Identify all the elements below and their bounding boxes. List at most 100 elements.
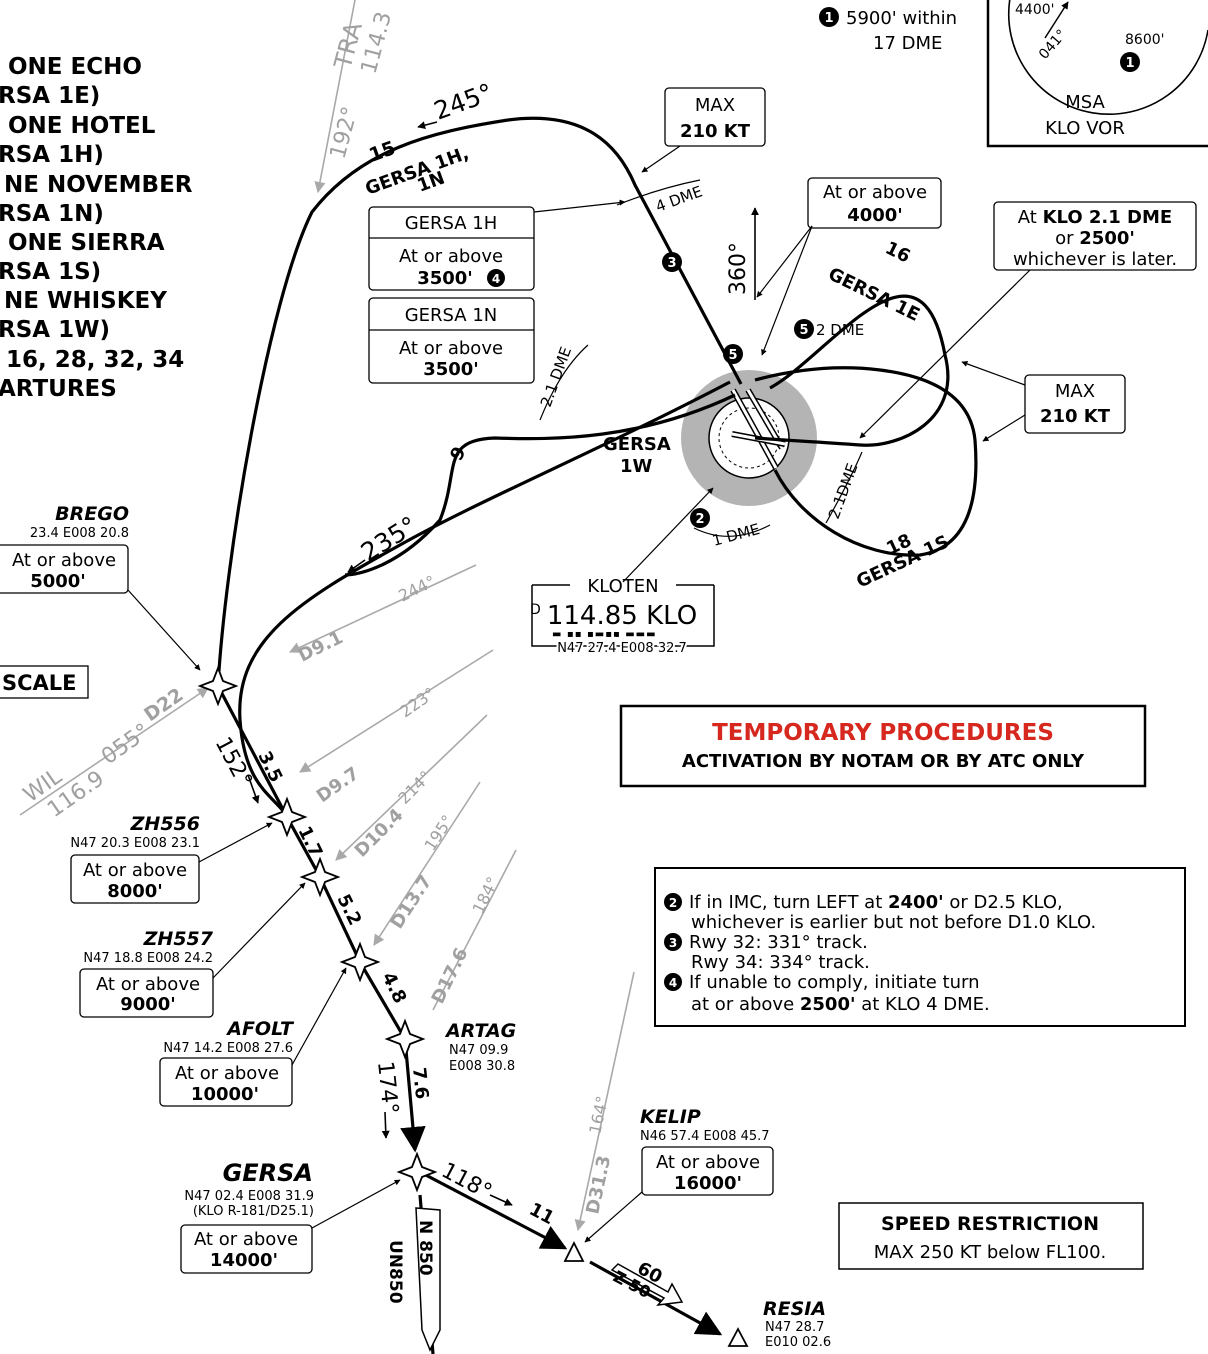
zh557-coords: N47 18.8 E008 24.2	[83, 951, 213, 966]
waypoint-brego: BREGO 23.4 E008 20.8 At or above 5000'	[0, 503, 239, 707]
course-195: 195°	[420, 812, 457, 855]
dme-fix-9.1: D9.1	[295, 627, 346, 666]
course-174: 174°	[372, 1060, 402, 1115]
dme1-label: 1 DME	[710, 520, 761, 550]
marker-5: 5	[728, 348, 737, 363]
max-label: MAX	[1055, 381, 1095, 402]
leg-distance: 11	[526, 1199, 558, 1229]
dme4-label: 4 DME	[653, 182, 705, 215]
waypoint-zh557: ZH557 N47 18.8 E008 24.2 At or above 900…	[79, 856, 341, 1018]
course-244: 244°	[395, 572, 438, 606]
title-line: RSA 1H)	[0, 142, 104, 168]
vor-coords: N47 27.4 E008 32.7	[557, 641, 687, 656]
speed-text: MAX 250 KT below FL100.	[874, 1242, 1107, 1263]
at4000-box: At or above 4000'	[756, 177, 942, 356]
resia-coords2: E010 02.6	[765, 1335, 831, 1350]
at4000-label: At or above	[823, 182, 927, 203]
dme-fix-9.7: D9.7	[313, 763, 363, 807]
msa-alt-right: 8600'	[1125, 32, 1164, 48]
r1h-course: 245°	[430, 78, 497, 126]
gersa1h-title: GERSA 1H	[405, 213, 498, 234]
kelip-coords: N46 57.4 E008 45.7	[640, 1129, 770, 1144]
speed-title: SPEED RESTRICTION	[881, 1213, 1099, 1235]
max-speed-box-top: MAX 210 KT	[641, 87, 766, 173]
title-line: ONE HOTEL	[8, 113, 156, 139]
waypoint-zh556: ZH556 N47 20.3 E008 23.1 At or above 800…	[70, 796, 308, 904]
kloten-airport	[681, 370, 817, 506]
resia-coords1: N47 28.7	[765, 1320, 824, 1335]
gersa-radial: (KLO R-181/D25.1)	[193, 1204, 314, 1219]
chart-markers: 3 5 2 5 2 DME	[662, 252, 864, 528]
temporary-procedures-box: TEMPORARY PROCEDURES ACTIVATION BY NOTAM…	[619, 704, 1147, 788]
course-arrows	[247, 121, 759, 1206]
dme-fix-17.6: D17.6	[428, 945, 473, 1008]
vor-morse: ▬ ▪▪ ▪▬▪▪ ▬▬▬	[552, 629, 657, 640]
kelip-alt-label: At or above	[656, 1152, 760, 1173]
wil-bearing: 055°	[97, 719, 155, 770]
gersa-coords: N47 02.4 E008 31.9	[184, 1189, 314, 1204]
temporary-title: TEMPORARY PROCEDURES	[712, 720, 1054, 746]
waypoint-gersa: GERSA N47 02.4 E008 31.9 (KLO R-181/D25.…	[180, 1151, 438, 1274]
airway-n850-label: N 850	[415, 1220, 435, 1276]
gersa-name: GERSA	[223, 1159, 313, 1187]
waypoint-resia: RESIA N47 28.7 E010 02.6	[727, 1298, 831, 1350]
max-value: 210 KT	[680, 121, 751, 142]
notes-box: 2 If in IMC, turn LEFT at 2400' or D2.5 …	[654, 867, 1186, 1027]
note-2-line1: If in IMC, turn LEFT at 2400' or D2.5 KL…	[689, 892, 1063, 913]
msa-circle-marker: 1	[1125, 56, 1134, 71]
note-2-line2: whichever is earlier but not before D1.0…	[691, 912, 1096, 933]
at4000-value: 4000'	[847, 205, 903, 226]
brego-coords: 23.4 E008 20.8	[30, 526, 129, 541]
vor-prefix: D	[530, 602, 541, 618]
kelip-name: KELIP	[640, 1106, 701, 1128]
leg-distance: 7.6	[408, 1066, 432, 1100]
procedure-title: ONE ECHO RSA 1E) ONE HOTEL RSA 1H) NE NO…	[0, 54, 193, 402]
gersa1n-line1: At or above	[399, 338, 503, 359]
dme21-right-label: 2.1DME	[825, 461, 862, 521]
note-marker: 3	[669, 936, 677, 950]
course-223: 223°	[396, 684, 438, 722]
klo21-line1: At KLO 2.1 DME	[1018, 207, 1172, 228]
scale-label: SCALE	[2, 671, 77, 695]
tra-bearing: 192°	[326, 104, 364, 162]
dme-arcs: 4 DME 2.1 DME 2.1DME 1 DME	[537, 179, 863, 550]
r1h-dist: 15	[366, 137, 398, 167]
dme-fix-13.7: D13.7	[387, 872, 437, 933]
wil-dme: D22	[140, 684, 187, 726]
dme-fix-10.4: D10.4	[351, 805, 408, 862]
title-line: RSA 1S)	[0, 259, 101, 285]
gersa1n-title: GERSA 1N	[405, 305, 498, 326]
course-235: 235°	[356, 511, 422, 568]
note-3-line1: Rwy 32: 331° track.	[689, 932, 868, 953]
note-3-line2: Rwy 34: 334° track.	[691, 952, 870, 973]
course-214: 214°	[394, 767, 435, 808]
title-line: RSA 1N)	[0, 201, 104, 227]
temporary-subtitle: ACTIVATION BY NOTAM OR BY ATC ONLY	[682, 751, 1085, 772]
title-line: NE WHISKEY	[4, 288, 167, 314]
klo21-line2: or 2500'	[1055, 228, 1135, 249]
brego-alt: 5000'	[30, 571, 86, 592]
zh556-name: ZH556	[130, 813, 200, 835]
tra-radial: TRA 114.3 192°	[314, 0, 397, 194]
klo21-line3: whichever is later.	[1013, 249, 1177, 270]
vor-name: KLOTEN	[587, 576, 658, 597]
artag-name: ARTAG	[444, 1020, 516, 1042]
zh557-name: ZH557	[143, 928, 214, 950]
artag-coords1: N47 09.9	[449, 1043, 508, 1058]
kloten-vor-box: KLOTEN D 114.85 KLO ▬ ▪▪ ▪▬▪▪ ▬▬▬ N47 27…	[530, 487, 715, 658]
title-line: RSA 1E)	[0, 83, 100, 109]
gersa1h-line1: At or above	[399, 246, 503, 267]
msa-note-line1: 5900' within	[846, 8, 957, 29]
brego-name: BREGO	[55, 503, 129, 525]
airway-un850-label: UN850	[385, 1240, 405, 1304]
r1e-dist: 16	[882, 238, 914, 268]
zh556-alt-label: At or above	[83, 860, 187, 881]
zh556-alt: 8000'	[107, 881, 163, 902]
marker-3: 3	[667, 256, 676, 271]
artag-coords2: E008 30.8	[449, 1059, 515, 1074]
msa-note: 1 5900' within 17 DME	[819, 7, 957, 54]
msa-note-line2: 17 DME	[873, 33, 942, 54]
note-4-line1: If unable to comply, initiate turn	[689, 972, 980, 993]
wil-radial: WIL 116.9 055° D22	[19, 684, 209, 823]
